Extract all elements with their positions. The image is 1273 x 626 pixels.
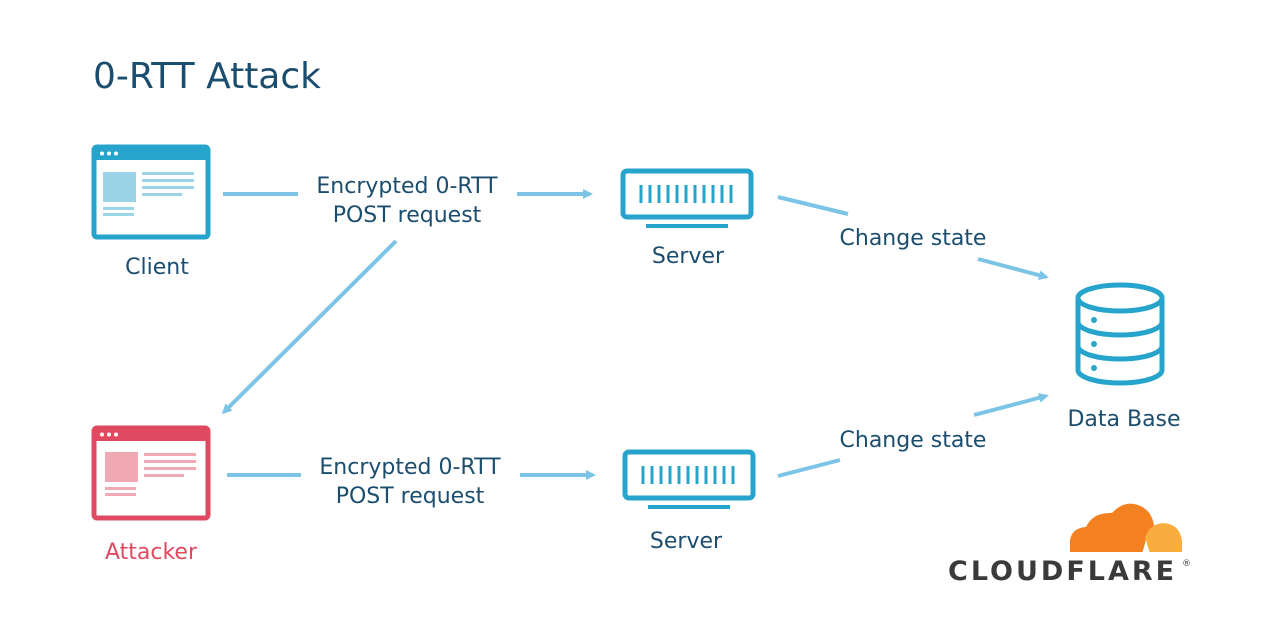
server-bottom-icon xyxy=(622,449,756,509)
database-icon xyxy=(1075,282,1165,386)
edge-server-top-to-db: Change state xyxy=(777,195,1049,281)
edge-attacker-to-server: Encrypted 0-RTT POST request xyxy=(227,455,596,509)
client-label: Client xyxy=(125,255,189,280)
database-indicator-dots xyxy=(1091,317,1097,371)
client-browser-icon xyxy=(91,144,211,240)
cloudflare-cloud-icon xyxy=(1070,503,1182,554)
server-top-label: Server xyxy=(652,244,725,269)
edge-client-to-server: Encrypted 0-RTT POST request xyxy=(223,174,593,228)
cloudflare-registered-mark: ® xyxy=(1182,559,1191,569)
edge-label-attacker-line2: POST request xyxy=(336,484,485,509)
edge-label-client-line1: Encrypted 0-RTT xyxy=(316,174,498,199)
edge-intercept-to-attacker xyxy=(221,239,398,415)
cloudflare-wordmark: CLOUDFLARE xyxy=(948,556,1177,587)
attacker-label: Attacker xyxy=(105,540,198,565)
edge-label-attacker-line1: Encrypted 0-RTT xyxy=(319,455,501,480)
diagram-title: 0-RTT Attack xyxy=(93,56,321,97)
edge-label-server-bottom-db: Change state xyxy=(840,428,987,453)
edge-server-bottom-to-db: Change state xyxy=(777,392,1049,478)
database-label: Data Base xyxy=(1067,407,1180,432)
edge-label-server-top-db: Change state xyxy=(840,226,987,251)
server-top-icon xyxy=(620,168,754,228)
server-bottom-label: Server xyxy=(650,529,723,554)
edge-label-client-line2: POST request xyxy=(333,203,482,228)
attacker-browser-icon xyxy=(91,425,211,521)
